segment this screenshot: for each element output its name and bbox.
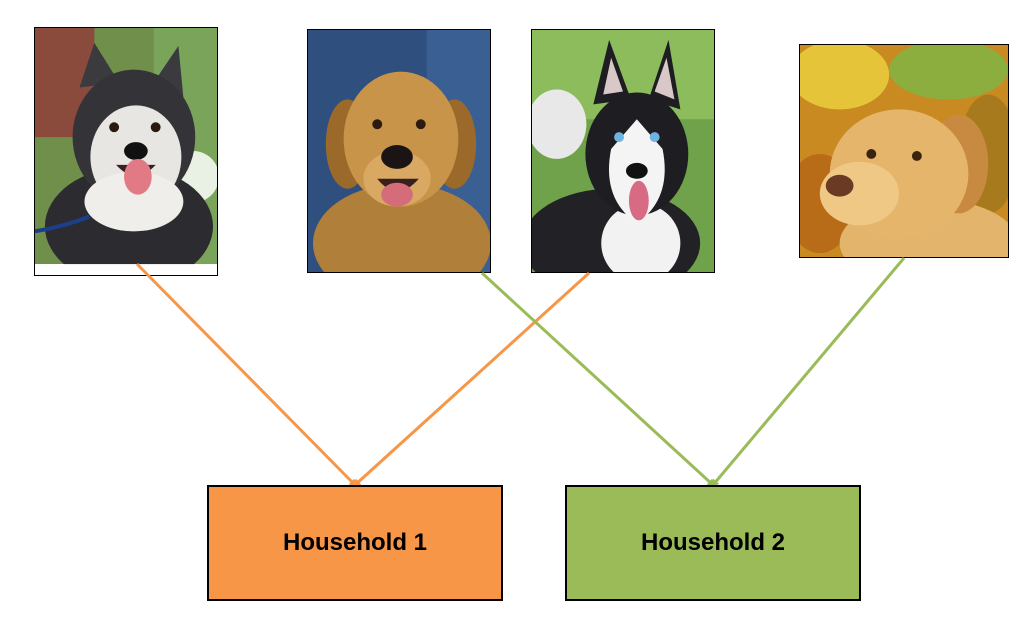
household-1-box: Household 1	[207, 485, 503, 601]
arrow-malamute-to-household-1	[135, 262, 358, 488]
malamute-photo	[34, 27, 218, 276]
household-1-label: Household 1	[282, 529, 427, 556]
golden-retriever-photo	[307, 29, 491, 273]
household-2-label: Household 2	[640, 529, 785, 556]
arrow-husky-to-household-1	[352, 271, 591, 488]
arrow-golden-to-household-2	[480, 271, 716, 488]
household-2-box: Household 2	[565, 485, 861, 601]
husky-photo	[531, 29, 715, 273]
arrow-labrador-to-household-2	[710, 257, 906, 489]
labrador-photo	[799, 44, 1009, 258]
